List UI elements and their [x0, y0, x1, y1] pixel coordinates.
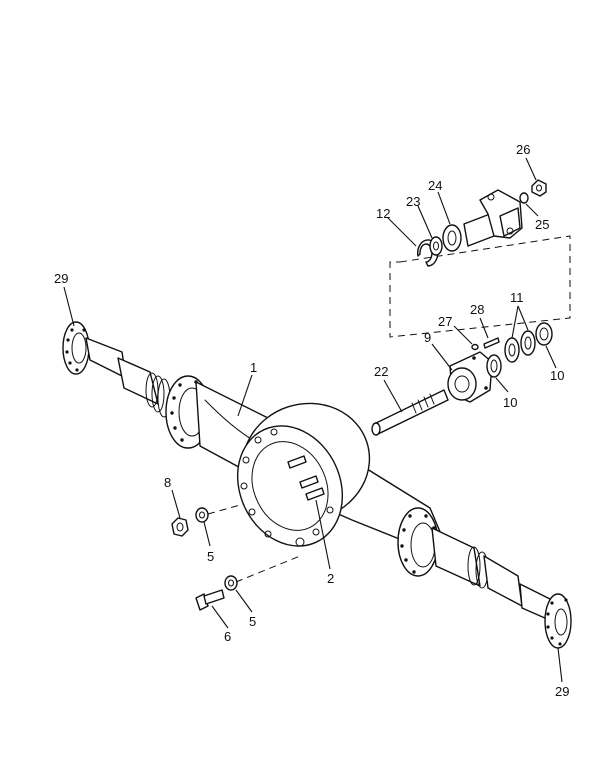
callout-10-upper: 10 — [550, 368, 564, 383]
washer-5-upper — [195, 507, 209, 523]
left-axle-spindle — [85, 337, 171, 418]
right-housing-flange — [397, 507, 439, 577]
input-shaft — [371, 389, 449, 436]
bearing-cone-pair — [504, 330, 536, 363]
callout-11: 11 — [510, 290, 524, 305]
right-wheel-flange — [544, 593, 572, 649]
assembly-line-lower — [235, 555, 301, 583]
housing-studs — [287, 455, 325, 501]
bearing-cup-upper — [535, 322, 553, 346]
nut-26 — [531, 179, 547, 197]
right-axle-spindle — [431, 527, 555, 623]
callout-8: 8 — [164, 475, 171, 490]
callout-5-lower: 5 — [249, 614, 256, 629]
callout-9: 9 — [424, 330, 431, 345]
callout-12: 12 — [376, 206, 390, 221]
callout-labels: 29 1 2 8 5 6 5 22 9 10 10 11 27 28 12 23… — [54, 142, 569, 699]
callout-6: 6 — [224, 629, 231, 644]
bolt-6 — [195, 589, 225, 611]
callout-5-upper: 5 — [207, 549, 214, 564]
washer-5-lower — [224, 575, 238, 591]
callout-1: 1 — [250, 360, 257, 375]
callout-22: 22 — [374, 364, 388, 379]
leader-lines — [63, 157, 563, 683]
callout-25: 25 — [535, 217, 549, 232]
left-wheel-flange — [62, 321, 90, 375]
bolt-28 — [483, 337, 500, 349]
nut-8 — [171, 517, 189, 537]
callout-29-right: 29 — [555, 684, 569, 699]
seal-24 — [442, 224, 462, 252]
bearing-retainer — [447, 351, 493, 403]
callout-28: 28 — [470, 302, 484, 317]
washer-23 — [429, 236, 443, 256]
callout-27: 27 — [438, 314, 452, 329]
callout-29-left: 29 — [54, 271, 68, 286]
washer-25 — [519, 192, 529, 204]
callout-24: 24 — [428, 178, 442, 193]
callout-10-lower: 10 — [503, 395, 517, 410]
callout-23: 23 — [406, 194, 420, 209]
bearing-cup-lower — [486, 354, 502, 378]
fitting-27 — [471, 343, 479, 351]
assembly-guide-box — [389, 235, 571, 338]
companion-yoke — [463, 189, 523, 247]
callout-26: 26 — [516, 142, 530, 157]
callout-2: 2 — [327, 571, 334, 586]
